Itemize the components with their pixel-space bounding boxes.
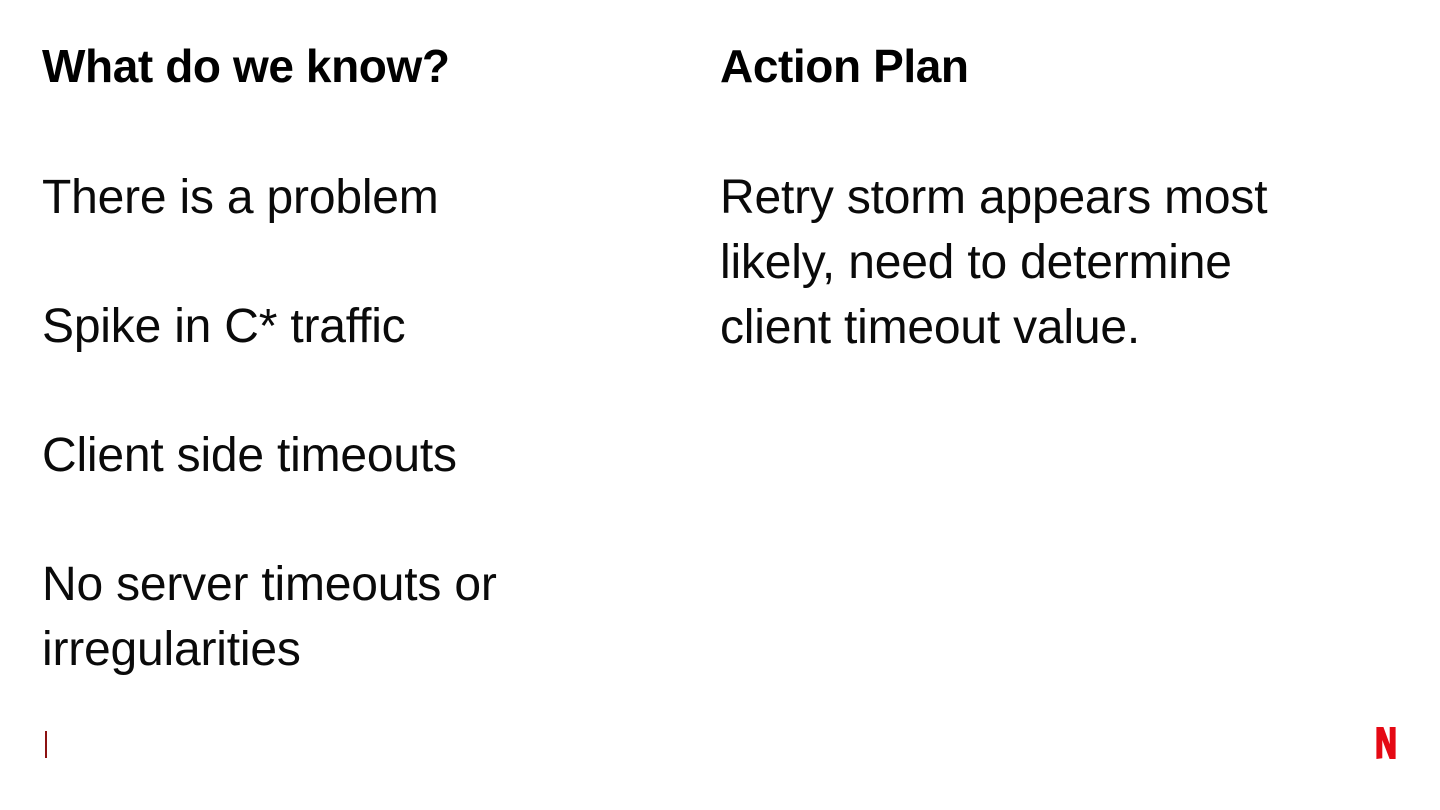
accent-rule xyxy=(45,731,47,758)
list-item: Spike in C* traffic xyxy=(42,300,406,353)
list-item: There is a problem xyxy=(42,171,439,224)
left-column-list: There is a problem Spike in C* traffic C… xyxy=(42,165,582,682)
right-column-heading: Action Plan xyxy=(720,40,969,92)
action-plan-paragraph: Retry storm appears most likely, need to… xyxy=(720,171,1268,354)
list-item: Client side timeouts xyxy=(42,429,457,482)
list-item: No server timeouts or irregularities xyxy=(42,558,497,676)
netflix-n-logo xyxy=(1376,727,1396,759)
right-column-body: Retry storm appears most likely, need to… xyxy=(720,165,1326,360)
left-column-heading: What do we know? xyxy=(42,40,450,92)
